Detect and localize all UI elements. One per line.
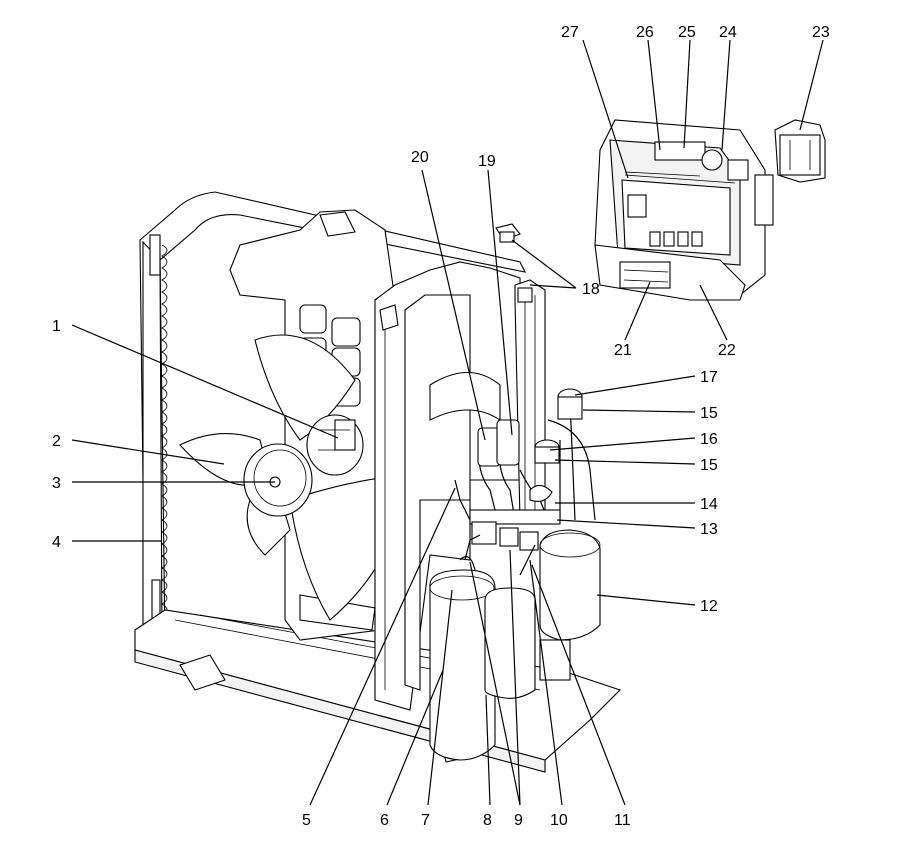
callout-27: 27 — [561, 24, 579, 41]
callout-9: 9 — [514, 812, 523, 829]
callout-11: 11 — [614, 812, 631, 829]
right-coil — [514, 279, 546, 521]
callout-10: 10 — [550, 812, 568, 829]
callout-2: 2 — [52, 433, 61, 450]
thermistor-sensor — [495, 223, 521, 243]
callout-3: 3 — [52, 475, 61, 492]
callout-12: 12 — [700, 598, 718, 615]
callout-14: 14 — [700, 496, 718, 513]
reactor-component — [774, 119, 826, 183]
callout-25: 25 — [678, 24, 696, 41]
callout-1: 1 — [52, 318, 61, 335]
partition-plate — [374, 261, 521, 711]
callout-22: 22 — [718, 342, 736, 359]
callout-16: 16 — [700, 431, 718, 448]
piping-assembly — [454, 388, 596, 551]
callout-labels: 1 2 3 4 5 6 7 8 9 10 11 12 13 14 15 15 1… — [52, 24, 830, 829]
callout-19: 19 — [478, 153, 496, 170]
callout-15b: 15 — [700, 457, 718, 474]
callout-21: 21 — [614, 342, 632, 359]
leader-lines — [71, 39, 824, 806]
callout-20: 20 — [411, 149, 429, 166]
callout-6: 6 — [380, 812, 389, 829]
callout-13: 13 — [700, 521, 718, 538]
callout-26: 26 — [636, 24, 654, 41]
compressor-assembly — [429, 529, 601, 761]
control-box — [594, 119, 774, 301]
callout-17: 17 — [700, 369, 718, 386]
callout-24: 24 — [719, 24, 737, 41]
callout-23: 23 — [812, 24, 830, 41]
callout-4: 4 — [52, 534, 61, 551]
callout-18: 18 — [582, 281, 600, 298]
callout-15a: 15 — [700, 405, 718, 422]
callout-8: 8 — [483, 812, 492, 829]
callout-5: 5 — [302, 812, 311, 829]
callout-7: 7 — [421, 812, 430, 829]
fan-motor — [306, 414, 364, 476]
